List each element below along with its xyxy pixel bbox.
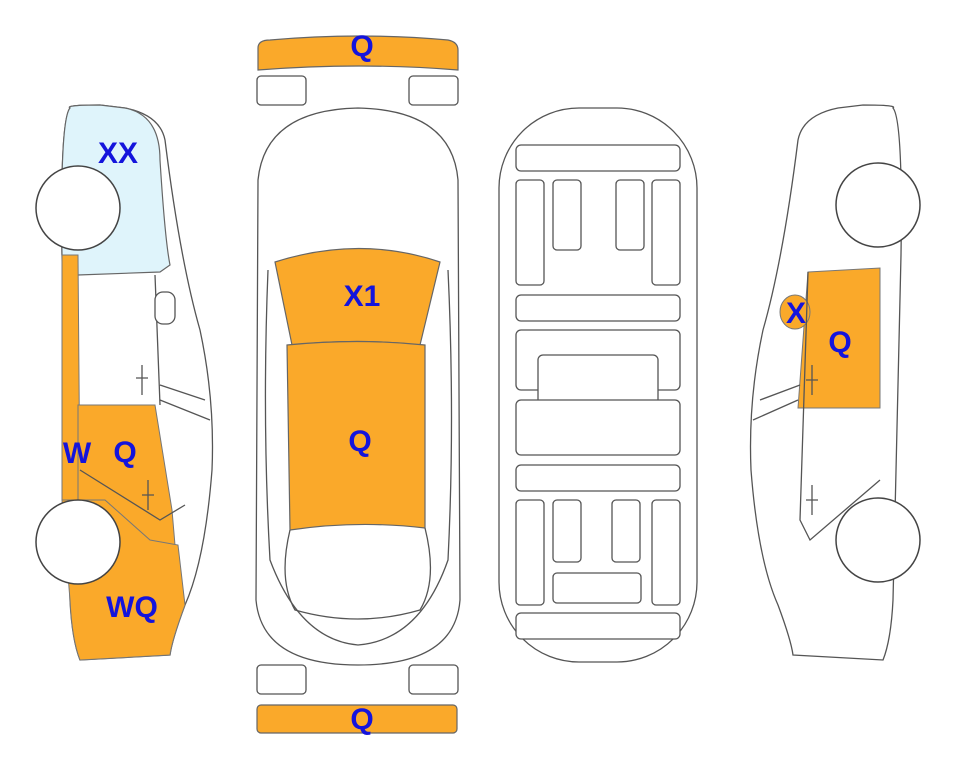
right-side-view: X Q — [749, 104, 921, 661]
front-left-mirror-box[interactable] — [256, 75, 307, 106]
rear-left-light-box[interactable] — [256, 664, 307, 695]
top-view: Q X1 Q Q — [255, 30, 461, 736]
right-rear-wheel[interactable] — [835, 497, 921, 583]
label-windshield: X1 — [344, 280, 381, 313]
label-left-door: Q — [113, 436, 136, 469]
front-bumper-panel[interactable] — [257, 35, 459, 71]
left-mirror[interactable] — [154, 291, 176, 325]
label-right-door: Q — [828, 326, 851, 359]
rear-bumper-panel[interactable] — [256, 704, 458, 734]
right-front-wheel[interactable] — [835, 162, 921, 248]
label-rear-bumper: Q — [350, 703, 373, 736]
front-right-mirror-box[interactable] — [408, 75, 459, 106]
label-roof: Q — [348, 425, 371, 458]
label-front-bumper: Q — [350, 30, 373, 63]
label-left-roof: XX — [98, 137, 138, 170]
label-right-mirror: X — [786, 297, 806, 330]
underside-view — [498, 107, 698, 663]
left-front-wheel[interactable] — [35, 165, 121, 251]
right-front-door-panel[interactable] — [797, 267, 881, 409]
label-left-rear: WQ — [106, 591, 158, 624]
right-mirror-panel[interactable] — [779, 294, 811, 330]
left-side-view: XX W Q WQ — [35, 104, 214, 661]
rear-right-light-box[interactable] — [408, 664, 459, 695]
left-rear-wheel[interactable] — [35, 499, 121, 585]
label-left-pillar: W — [63, 437, 92, 470]
